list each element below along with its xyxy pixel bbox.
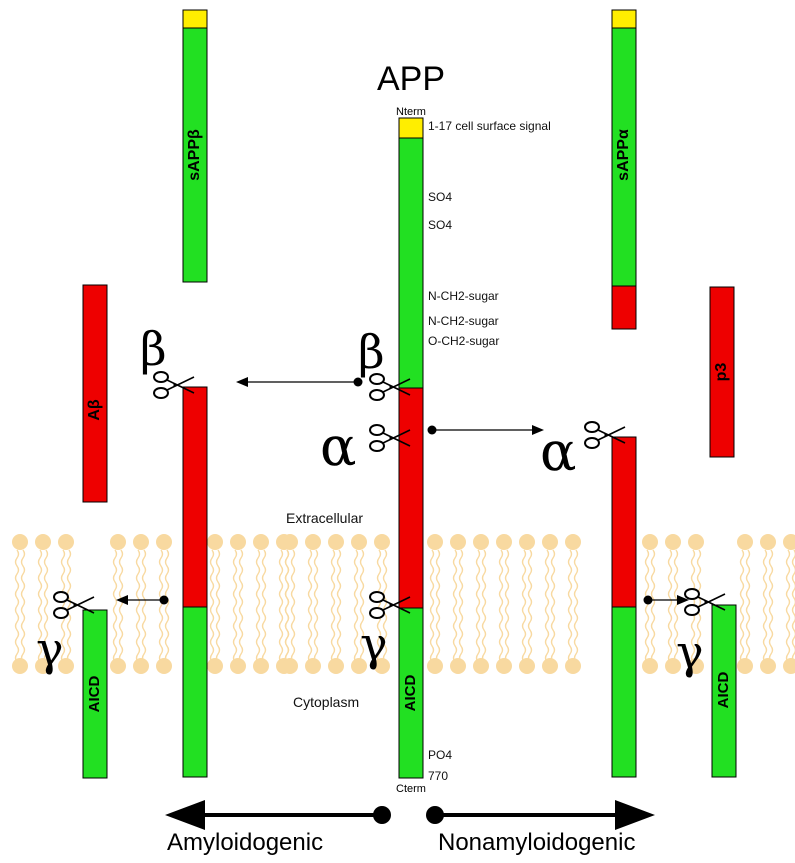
app-aicd-label: AICD	[402, 675, 419, 712]
lipid-molecule	[518, 533, 536, 675]
lipid-molecule	[229, 533, 247, 675]
lipid-molecule	[736, 533, 754, 675]
beta-cleavage-arrow	[236, 377, 363, 387]
right-aicd-label: AICD	[715, 672, 732, 709]
lipid-molecule	[541, 533, 559, 675]
diagram-title: APP	[377, 60, 445, 98]
lipid-molecule	[782, 533, 795, 675]
app-molecule: AICD	[398, 117, 424, 779]
sappa-fragment: sAPPα	[611, 9, 637, 330]
sappb-label: sAPPβ	[186, 129, 203, 181]
so4-annotation-1: SO4	[428, 190, 452, 204]
c99-fragment	[182, 386, 208, 778]
c83-fragment	[611, 436, 637, 778]
amyloidogenic-pathway-arrow	[165, 800, 391, 830]
nsugar-annotation-2: N-CH2-sugar	[428, 314, 499, 328]
right-gamma-symbol: γ	[676, 625, 704, 679]
nonamyloidogenic-pathway-arrow	[426, 800, 655, 830]
lipid-molecule	[252, 533, 270, 675]
lipid-molecule	[206, 533, 224, 675]
lipid-molecule	[109, 533, 127, 675]
p3-fragment: p3	[709, 286, 735, 458]
residue-770-annotation: 770	[428, 769, 448, 783]
alpha-secretase-symbol: α	[320, 415, 356, 478]
cytoplasm-label: Cytoplasm	[293, 694, 359, 710]
abeta-label: Aβ	[86, 399, 103, 421]
po4-annotation: PO4	[428, 748, 452, 762]
right-gamma-arrow	[643, 595, 689, 605]
alpha-cleavage-arrow	[427, 425, 544, 435]
signal-annotation: 1-17 cell surface signal	[428, 119, 551, 133]
app-aicd-segment	[398, 607, 424, 779]
nonamyloidogenic-label: Nonamyloidogenic	[438, 829, 635, 856]
lipid-molecule	[564, 533, 582, 675]
lipid-molecule	[449, 533, 467, 675]
lipid-molecule	[426, 533, 444, 675]
left-beta-symbol: β	[140, 322, 167, 376]
lipid-molecule	[759, 533, 777, 675]
app-ecto-segment	[398, 137, 424, 389]
left-gamma-symbol: γ	[36, 622, 64, 676]
right-aicd-fragment: AICD	[711, 604, 737, 778]
left-aicd-fragment: AICD	[82, 609, 108, 779]
lipid-molecule	[495, 533, 513, 675]
beta-secretase-symbol: β	[358, 325, 385, 379]
so4-annotation-2: SO4	[428, 218, 452, 232]
extracellular-label: Extracellular	[286, 510, 363, 526]
sappb-fragment: sAPPβ	[182, 9, 208, 283]
app-signal-segment	[398, 117, 424, 139]
left-gamma-arrow	[116, 595, 169, 605]
lipid-molecule	[11, 533, 29, 675]
abeta-fragment: Aβ	[82, 284, 108, 503]
lipid-molecule	[281, 533, 299, 675]
lipid-molecule	[275, 533, 293, 675]
nterm-label: Nterm	[396, 106, 426, 118]
amyloidogenic-label: Amyloidogenic	[167, 829, 323, 856]
left-aicd-label: AICD	[86, 676, 103, 713]
gamma-secretase-symbol: γ	[360, 617, 388, 671]
osugar-annotation: O-CH2-sugar	[428, 334, 499, 348]
lipid-molecule	[327, 533, 345, 675]
right-alpha-symbol: α	[540, 420, 576, 483]
lipid-molecule	[304, 533, 322, 675]
app-abeta-segment	[398, 387, 424, 609]
p3-label: p3	[713, 363, 730, 382]
sappa-label: sAPPα	[615, 129, 632, 181]
lipid-molecule	[132, 533, 150, 675]
lipid-molecule	[472, 533, 490, 675]
cterm-label: Cterm	[396, 783, 426, 795]
nsugar-annotation-1: N-CH2-sugar	[428, 289, 499, 303]
